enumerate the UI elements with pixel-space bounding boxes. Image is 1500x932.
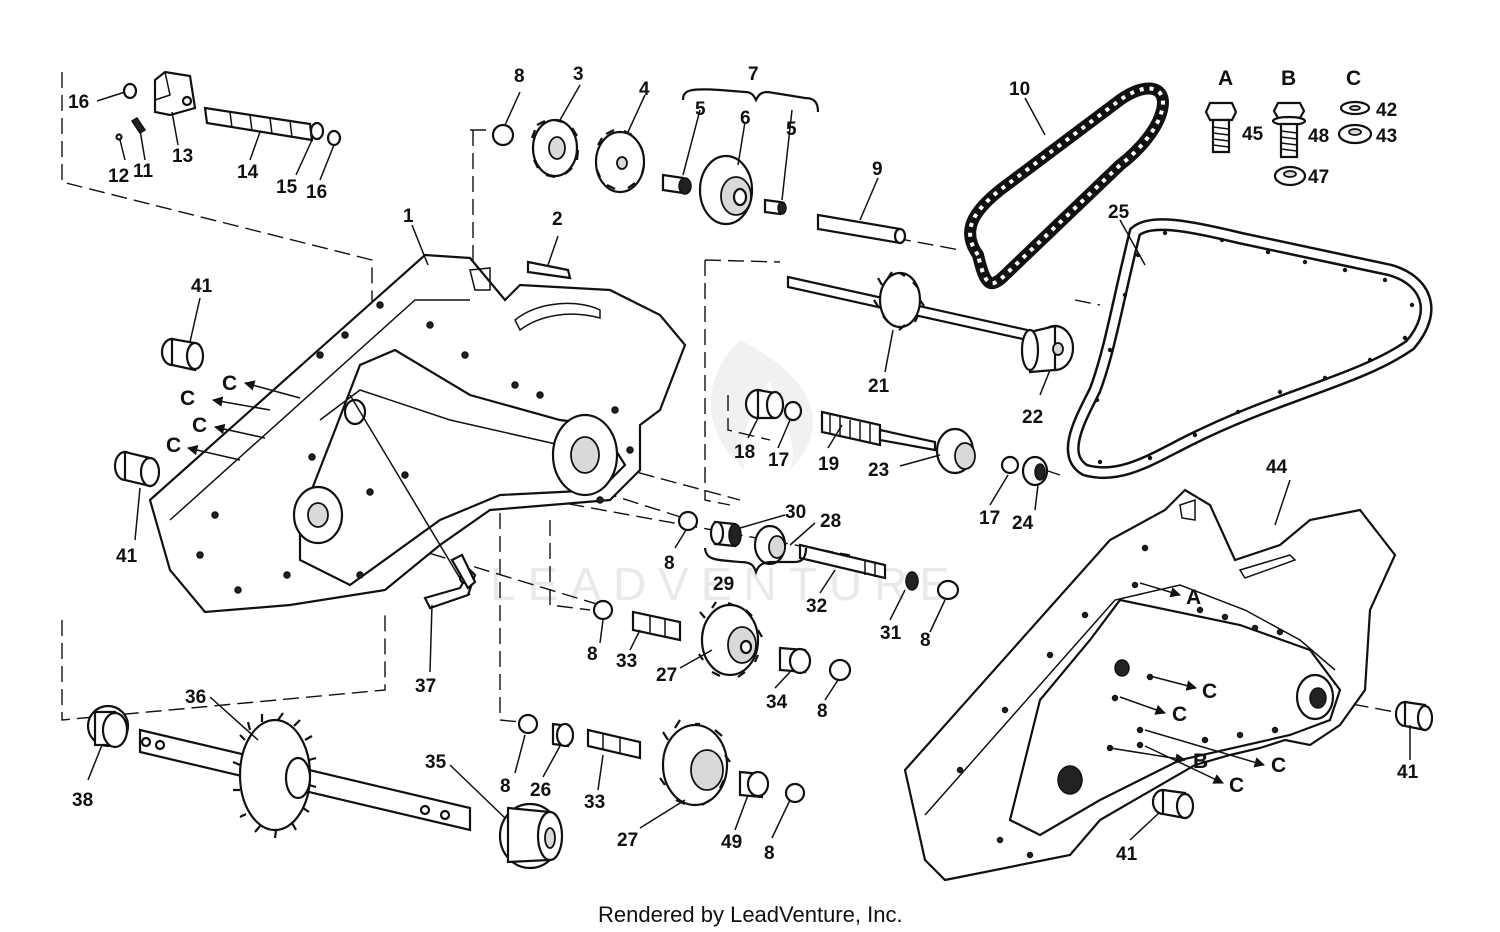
callout-32: 32 bbox=[806, 596, 827, 617]
callout-8: 8 bbox=[514, 66, 525, 87]
callout-27: 27 bbox=[656, 665, 677, 686]
callout-23: 23 bbox=[868, 460, 889, 481]
lever-37 bbox=[423, 553, 477, 610]
direction-arrows bbox=[186, 380, 1266, 784]
upper-left-shaft-assembly bbox=[115, 70, 342, 147]
arrow-label-b: B bbox=[1193, 750, 1208, 773]
callout-17: 17 bbox=[979, 508, 1000, 529]
callout-41: 41 bbox=[116, 546, 138, 567]
callout-7: 7 bbox=[748, 64, 759, 85]
callout-21: 21 bbox=[868, 376, 890, 397]
callout-8: 8 bbox=[764, 843, 775, 864]
callout-36: 36 bbox=[185, 687, 206, 708]
callout-3: 3 bbox=[573, 64, 584, 85]
arrow-label-c: C bbox=[1229, 774, 1244, 797]
callout-30: 30 bbox=[785, 502, 806, 523]
arrow-label-a: A bbox=[1186, 586, 1201, 609]
callout-42: 42 bbox=[1376, 100, 1397, 121]
right-housing bbox=[903, 488, 1397, 882]
callout-29: 29 bbox=[713, 574, 734, 595]
bushings-41 bbox=[113, 337, 1434, 820]
footer-credit: Rendered by LeadVenture, Inc. bbox=[598, 902, 903, 927]
callout-10: 10 bbox=[1009, 79, 1030, 100]
callout-9: 9 bbox=[872, 159, 883, 180]
arrow-label-c: C bbox=[1202, 680, 1217, 703]
callout-16: 16 bbox=[68, 92, 89, 113]
callout-13: 13 bbox=[172, 146, 193, 167]
callout-49: 49 bbox=[721, 832, 742, 853]
lower-gear-set-2 bbox=[517, 713, 806, 807]
bracket-7 bbox=[681, 88, 820, 113]
bottom-shaft bbox=[86, 704, 564, 870]
gasket-25 bbox=[1066, 218, 1433, 480]
arrow-label-c: C bbox=[180, 387, 195, 410]
callout-8: 8 bbox=[920, 630, 931, 651]
right-housing-holes bbox=[956, 544, 1284, 859]
callout-41: 41 bbox=[1116, 844, 1138, 865]
callout-8: 8 bbox=[817, 701, 828, 722]
hardware-legend: A B C bbox=[1204, 67, 1373, 187]
chain-10 bbox=[964, 82, 1169, 290]
callout-8: 8 bbox=[664, 553, 675, 574]
arrow-label-c: C bbox=[192, 414, 207, 437]
leader-lines bbox=[87, 84, 1411, 841]
callout-25: 25 bbox=[1108, 202, 1130, 223]
callout-33: 33 bbox=[616, 651, 637, 672]
callout-41: 41 bbox=[1397, 762, 1419, 783]
callout-19: 19 bbox=[818, 454, 839, 475]
legend-letter-a: A bbox=[1218, 67, 1233, 90]
callout-26: 26 bbox=[530, 780, 551, 801]
lower-middle-shaft-parts bbox=[677, 510, 960, 601]
callout-17: 17 bbox=[768, 450, 789, 471]
callout-31: 31 bbox=[880, 623, 902, 644]
callout-41: 41 bbox=[191, 276, 213, 297]
callout-28: 28 bbox=[820, 511, 841, 532]
callout-numbers: 16 12 11 13 14 15 16 1 8 3 4 5 6 7 5 9 1… bbox=[68, 64, 1419, 865]
callout-14: 14 bbox=[237, 162, 259, 183]
callout-34: 34 bbox=[766, 692, 788, 713]
middle-shaft-parts bbox=[744, 388, 1049, 487]
arrow-label-c: C bbox=[1271, 754, 1286, 777]
callout-11: 11 bbox=[133, 161, 154, 182]
left-housing bbox=[148, 253, 687, 614]
callout-8: 8 bbox=[500, 776, 511, 797]
callout-4: 4 bbox=[639, 79, 650, 100]
arrow-label-c: C bbox=[1172, 703, 1187, 726]
legend-letter-b: B bbox=[1281, 67, 1296, 90]
upper-gear-train bbox=[491, 88, 907, 245]
callout-15: 15 bbox=[276, 177, 298, 198]
callout-38: 38 bbox=[72, 790, 93, 811]
callout-2: 2 bbox=[552, 209, 563, 230]
callout-18: 18 bbox=[734, 442, 755, 463]
arrow-label-c: C bbox=[222, 372, 237, 395]
callout-33: 33 bbox=[584, 792, 605, 813]
arrow-labels: C C C C A C C C B C bbox=[166, 372, 1286, 797]
callout-1: 1 bbox=[403, 206, 414, 227]
callout-5: 5 bbox=[695, 99, 706, 120]
callout-12: 12 bbox=[108, 166, 129, 187]
callout-5: 5 bbox=[786, 119, 797, 140]
callout-48: 48 bbox=[1308, 126, 1329, 147]
arrow-label-c: C bbox=[166, 434, 181, 457]
callout-44: 44 bbox=[1266, 457, 1288, 478]
callout-27: 27 bbox=[617, 830, 638, 851]
pin-2 bbox=[526, 260, 572, 280]
callout-24: 24 bbox=[1012, 513, 1034, 534]
callout-45: 45 bbox=[1242, 124, 1264, 145]
lower-gear-set-1 bbox=[592, 599, 852, 682]
bracket-29 bbox=[703, 547, 808, 576]
housing-holes bbox=[196, 301, 634, 594]
callout-43: 43 bbox=[1376, 126, 1397, 147]
callout-47: 47 bbox=[1308, 167, 1329, 188]
callout-8: 8 bbox=[587, 644, 598, 665]
sprocket-shaft-21 bbox=[786, 271, 1075, 374]
callout-35: 35 bbox=[425, 752, 447, 773]
callout-22: 22 bbox=[1022, 407, 1043, 428]
callout-16: 16 bbox=[306, 182, 327, 203]
legend-letter-c: C bbox=[1346, 67, 1361, 90]
callout-37: 37 bbox=[415, 676, 436, 697]
callout-6: 6 bbox=[740, 108, 751, 129]
